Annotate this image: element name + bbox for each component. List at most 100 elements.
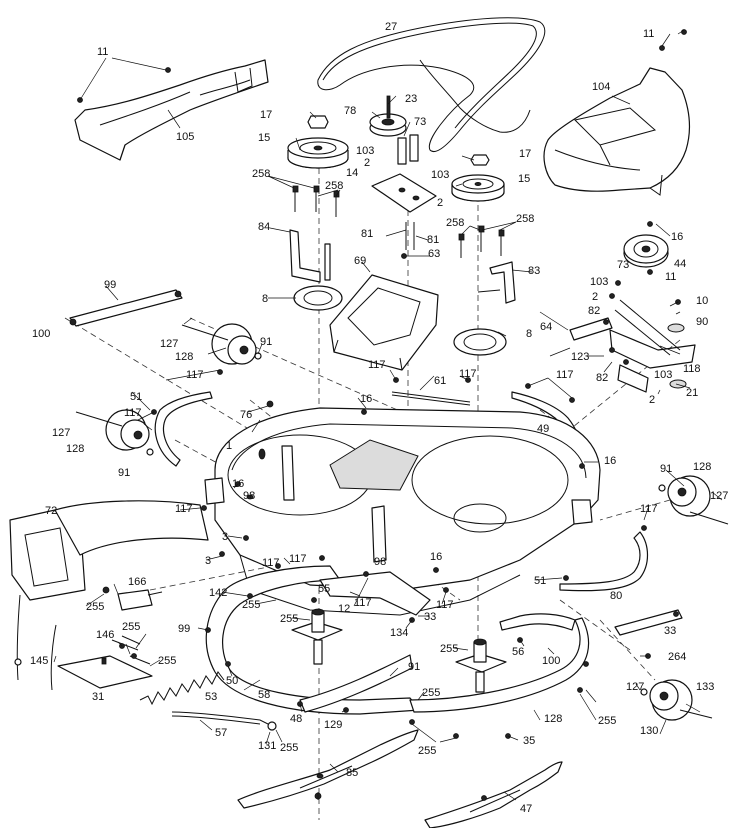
callout-label: 255 [158, 655, 176, 667]
pivot-bracket-118 [569, 299, 696, 393]
callout-label: 69 [354, 255, 366, 267]
callout-label: 105 [176, 131, 194, 143]
pulley-15-right [451, 174, 505, 202]
drive-belt [317, 17, 546, 153]
belt-guide-83 [477, 261, 516, 304]
mower-deck [204, 407, 601, 616]
callout-leaders [53, 29, 723, 801]
callout-label: 117 [186, 369, 204, 381]
callout-label: 255 [242, 599, 260, 611]
callout-label: 16 [430, 551, 442, 563]
callout-label: 117 [556, 369, 574, 381]
spindle-33-right [455, 638, 507, 693]
callout-label: 128 [693, 461, 711, 473]
callout-label: 255 [280, 613, 298, 625]
spacers-and-bolts [292, 95, 505, 258]
callout-label: 8 [526, 328, 532, 340]
callout-label: 53 [205, 691, 217, 703]
callout-label: 128 [66, 443, 84, 455]
callout-label: 48 [290, 713, 302, 725]
callout-label: 84 [258, 221, 270, 233]
rod-129 [171, 711, 277, 731]
callout-label: 91 [660, 463, 672, 475]
callout-label: 123 [571, 351, 589, 363]
belt-cover [329, 274, 439, 371]
callout-label: 258 [516, 213, 534, 225]
gauge-link-99-lower [614, 609, 683, 636]
callout-label: 90 [696, 316, 708, 328]
callout-label: 17 [519, 148, 531, 160]
callout-label: 258 [252, 168, 270, 180]
callout-label: 14 [346, 167, 358, 179]
callout-label: 2 [592, 291, 598, 303]
callout-label: 128 [544, 713, 562, 725]
callout-label: 50 [226, 675, 238, 687]
pulley-15-left [287, 137, 349, 169]
callout-label: 117 [640, 503, 658, 515]
callout-label: 255 [598, 715, 616, 727]
callout-label: 264 [668, 651, 686, 663]
callout-label: 17 [260, 109, 272, 121]
callout-label: 51 [130, 391, 142, 403]
part-callouts: 27 11 105 11 104 23 78 73 17 15 103 2 10… [30, 21, 728, 815]
idler-pulley-44 [623, 234, 669, 268]
callout-label: 103 [356, 145, 374, 157]
callout-label: 127 [710, 490, 728, 502]
callout-label: 57 [215, 727, 227, 739]
callout-label: 100 [542, 655, 560, 667]
callout-label: 2 [649, 394, 655, 406]
spindle-cover-8-left [293, 285, 343, 311]
callout-label: 99 [104, 279, 116, 291]
baffle-51-right [559, 531, 649, 592]
callout-label: 117 [368, 359, 386, 371]
callout-label: 255 [440, 643, 458, 655]
callout-label: 91 [118, 467, 130, 479]
callout-label: 16 [604, 455, 616, 467]
callout-label: 117 [124, 407, 142, 419]
callout-label: 103 [654, 369, 672, 381]
callout-label: 258 [446, 217, 464, 229]
callout-label: 15 [518, 173, 530, 185]
callout-label: 117 [459, 368, 477, 380]
callout-label: 81 [427, 234, 439, 246]
callout-label: 146 [96, 629, 114, 641]
gauge-wheel-lower-right [640, 679, 713, 721]
callout-label: 258 [325, 180, 343, 192]
callout-label: 117 [262, 557, 280, 569]
callout-label: 31 [92, 691, 104, 703]
belt-guide-84 [289, 229, 331, 283]
callout-label: 166 [128, 576, 146, 588]
callout-label: 82 [596, 372, 608, 384]
nut-17-left [307, 115, 329, 129]
callout-label: 131 [258, 740, 276, 752]
callout-label: 91 [260, 336, 272, 348]
spindle-cover-8-right [453, 328, 507, 356]
callout-label: 63 [428, 248, 440, 260]
callout-label: 83 [528, 265, 540, 277]
callout-label: 255 [122, 621, 140, 633]
callout-label: 8 [262, 293, 268, 305]
idler-bracket [371, 173, 437, 213]
callout-label: 117 [354, 597, 372, 609]
cable-264 [14, 594, 57, 691]
rear-shield [74, 59, 269, 161]
discharge-chute [9, 500, 209, 601]
callout-label: 47 [520, 803, 532, 815]
callout-label: 21 [686, 387, 698, 399]
spring-31 [139, 671, 225, 706]
callout-label: 127 [160, 338, 178, 350]
callout-label: 128 [175, 351, 193, 363]
callout-label: 255 [280, 742, 298, 754]
callout-label: 16 [360, 393, 372, 405]
callout-label: 73 [414, 116, 426, 128]
callout-label: 11 [643, 28, 654, 40]
callout-label: 51 [534, 575, 546, 587]
callout-label: 100 [32, 328, 50, 340]
callout-label: 134 [390, 627, 408, 639]
callout-label: 58 [258, 689, 270, 701]
callout-label: 129 [324, 719, 342, 731]
callout-label: 118 [683, 363, 701, 375]
callout-label: 3 [205, 555, 211, 567]
spindle-33-left [291, 608, 343, 665]
